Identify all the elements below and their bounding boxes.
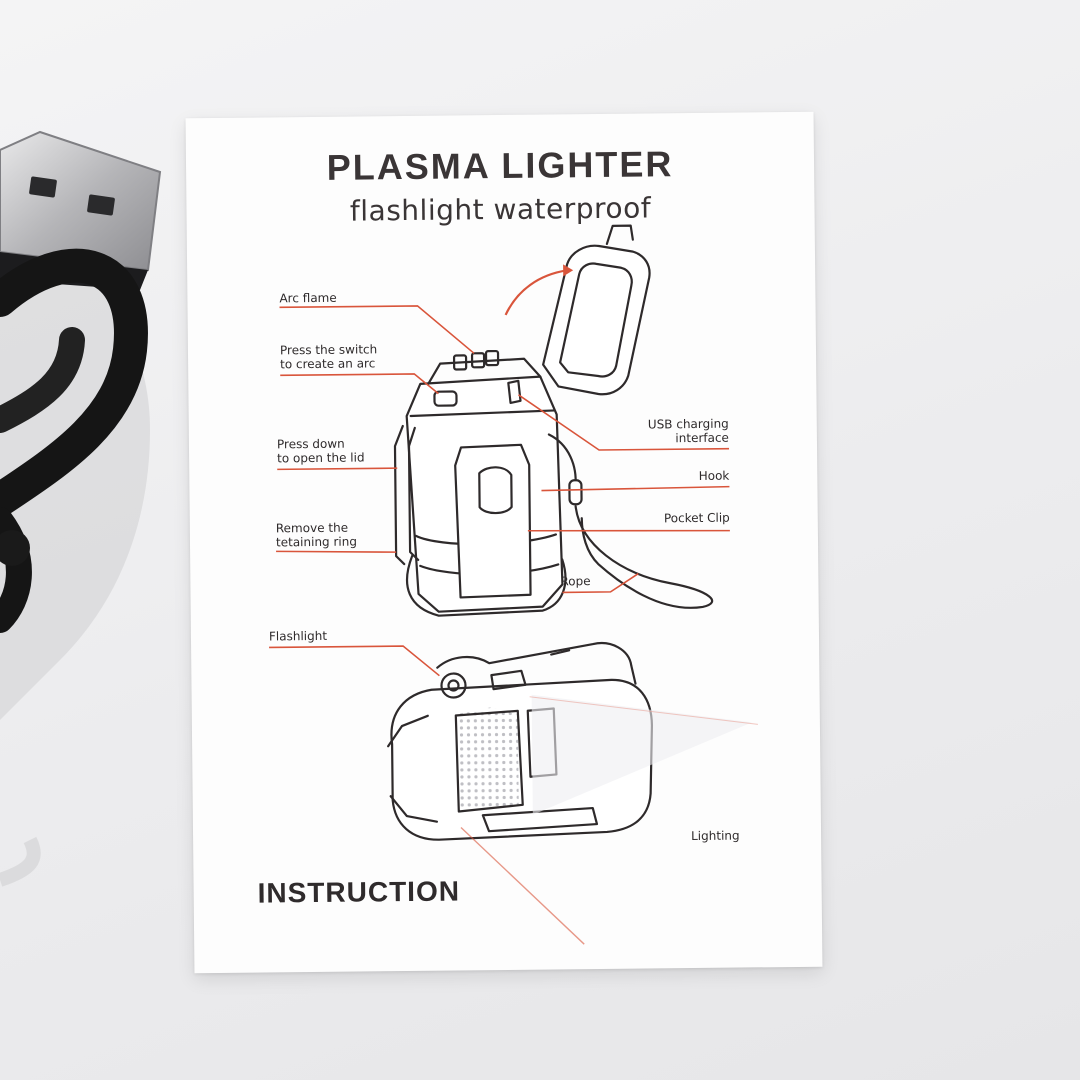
lighter-diagram xyxy=(269,224,758,945)
card-footer-instruction: INSTRUCTION xyxy=(257,875,461,909)
label-lighting: Lighting xyxy=(691,828,740,844)
leader-lines xyxy=(269,305,730,677)
label-press-down: Press down to open the lid xyxy=(276,436,365,466)
usb-cable xyxy=(0,130,162,887)
instruction-card: PLASMA LIGHTER flashlight waterproof Arc… xyxy=(185,111,823,974)
label-press-switch: Press the switch to create an arc xyxy=(279,342,378,372)
label-flashlight: Flashlight xyxy=(268,628,328,644)
label-pocket-clip: Pocket Clip xyxy=(663,510,730,526)
label-hook: Hook xyxy=(698,468,730,483)
card-title: PLASMA LIGHTER xyxy=(326,143,674,188)
label-remove-ring: Remove the tetaining ring xyxy=(275,520,358,550)
card-subtitle: flashlight waterproof xyxy=(349,191,652,228)
label-arc-flame: Arc flame xyxy=(279,290,337,306)
label-usb-interface: USB charging interface xyxy=(647,416,729,446)
label-rope: Rope xyxy=(560,574,591,589)
lighter-open-icon xyxy=(393,224,714,617)
